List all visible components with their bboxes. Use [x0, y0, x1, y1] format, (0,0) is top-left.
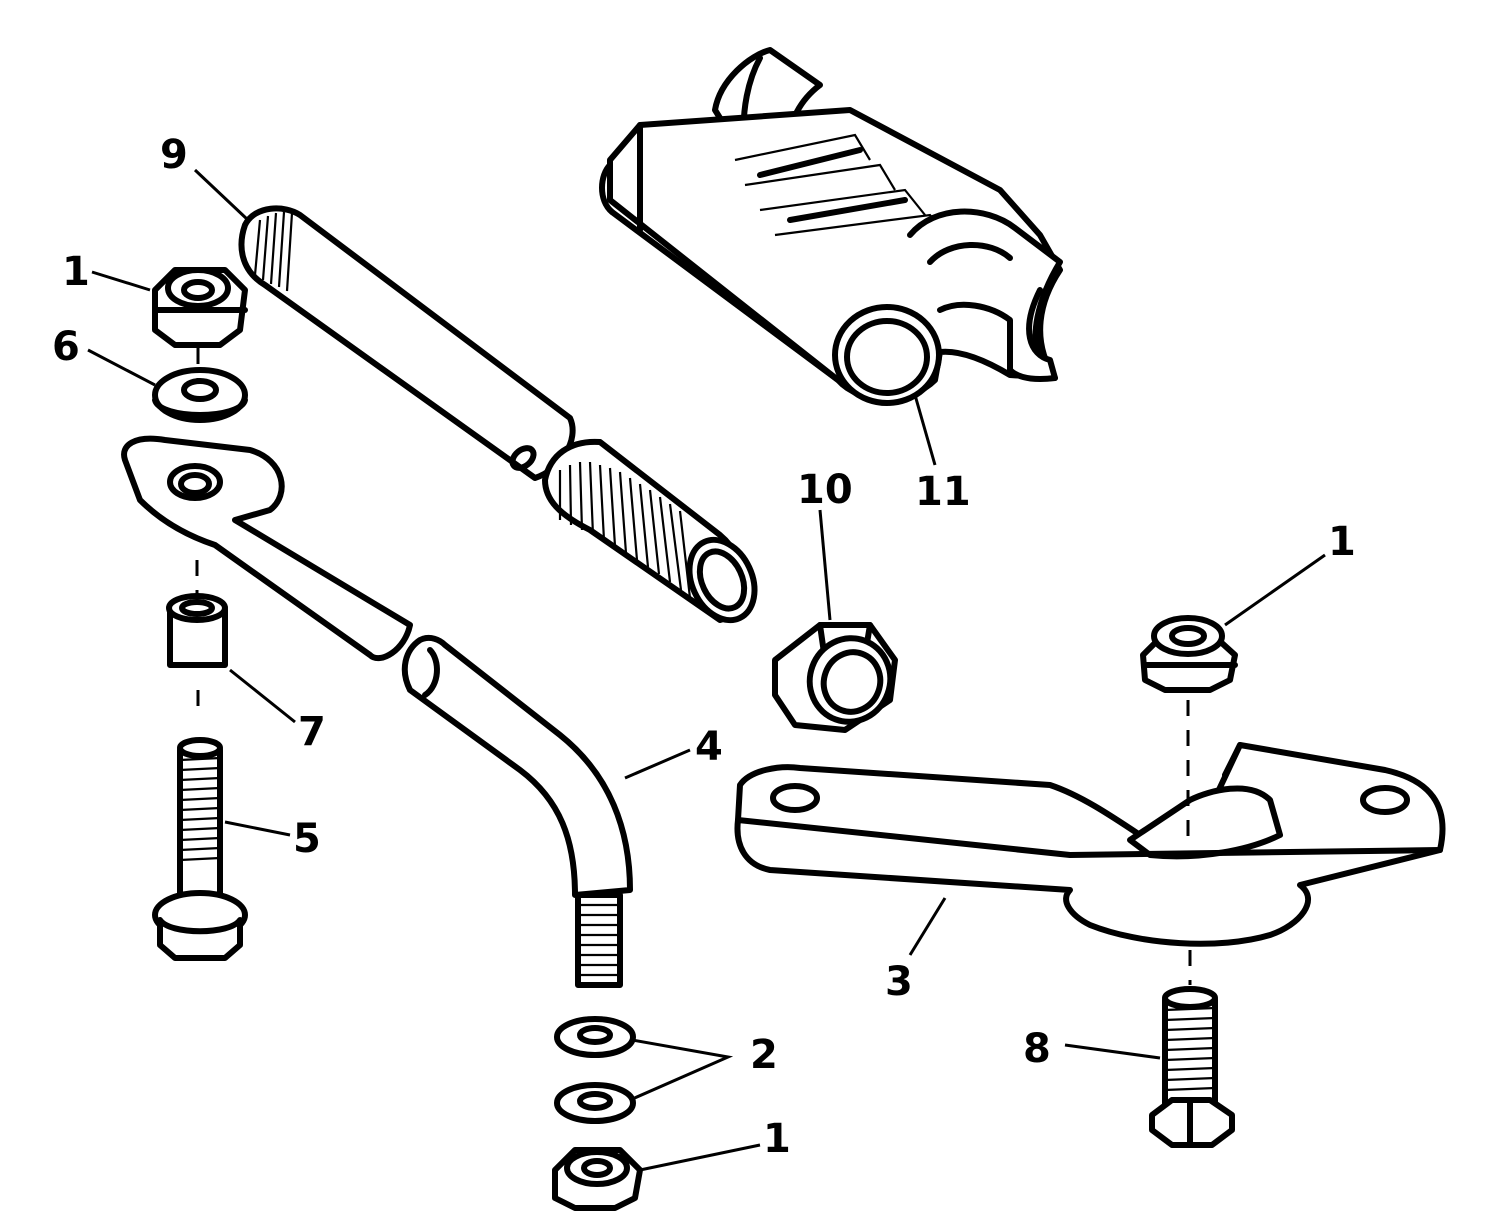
part-1-locknut-top-left — [152, 267, 248, 348]
part-9-threaded-sleeve — [542, 438, 758, 624]
callout-1-bottom: 1 — [763, 1116, 791, 1162]
callout-5: 5 — [293, 816, 321, 862]
callout-labels: 9 1 6 10 11 1 7 4 5 3 2 8 1 — [52, 132, 1356, 1162]
callout-3: 3 — [885, 959, 913, 1005]
part-10-jam-nut — [772, 622, 898, 733]
assembly-centerlines — [195, 348, 1192, 985]
callout-8: 8 — [1023, 1026, 1051, 1072]
part-11-steering-bracket — [599, 47, 1063, 406]
callout-1-top-left: 1 — [62, 249, 90, 295]
part-5-flange-bolt — [152, 737, 248, 961]
leader-lines — [87, 168, 1326, 1172]
part-6-washer — [152, 367, 248, 423]
callout-10: 10 — [797, 467, 853, 513]
part-3-steering-arm — [734, 742, 1446, 947]
callout-1-right: 1 — [1328, 519, 1356, 565]
part-7-bushing — [166, 593, 228, 668]
callout-6: 6 — [52, 324, 80, 370]
part-4-link-rod — [121, 435, 633, 988]
callout-11: 11 — [915, 469, 971, 515]
callout-7: 7 — [298, 709, 326, 755]
part-2-washers — [554, 1016, 636, 1124]
part-8-hex-bolt — [1149, 986, 1235, 1148]
part-1-locknut-right — [1140, 615, 1238, 693]
callout-9: 9 — [160, 132, 188, 178]
part-9-threaded-tube — [238, 205, 576, 481]
callout-4: 4 — [695, 724, 723, 770]
part-1-locknut-bottom — [552, 1147, 643, 1211]
callout-2: 2 — [750, 1032, 778, 1078]
